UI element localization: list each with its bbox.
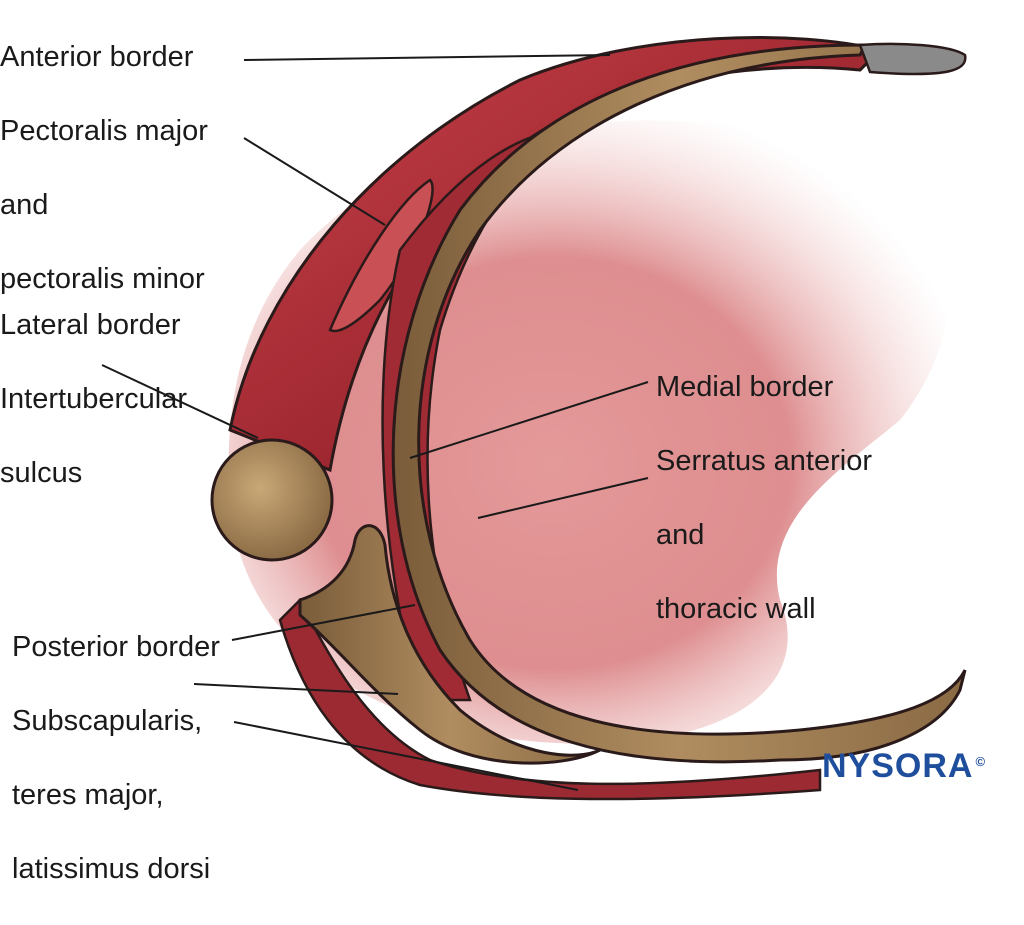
- medial-line-3: and: [656, 519, 705, 551]
- leader-lines: [101, 54, 649, 791]
- logo-text: NYSORA: [822, 747, 974, 785]
- anterior-line-2: Pectoralis major: [0, 115, 208, 147]
- anterior-line-3: and: [0, 189, 49, 221]
- lateral-line-3: sulcus: [0, 457, 83, 489]
- lateral-border-label: Lateral border Intertubercular sulcus: [0, 270, 187, 529]
- rib-thoracic-wall: [391, 43, 967, 764]
- rib-tip: [858, 42, 967, 76]
- axilla-illustration: [101, 36, 967, 801]
- lateral-line-2: Intertubercular: [0, 383, 187, 415]
- posterior-line-4: latissimus dorsi: [12, 853, 211, 885]
- leader-anterior-2: [243, 137, 386, 226]
- humeral-head: [210, 438, 334, 562]
- leader-lateral: [101, 364, 259, 439]
- posterior-line-3: teres major,: [12, 779, 164, 811]
- medial-line-2: Serratus anterior: [656, 445, 872, 477]
- anterior-border-label: Anterior border Pectoralis major and pec…: [0, 2, 208, 335]
- medial-line-1: Medial border: [656, 371, 834, 403]
- medial-line-4: thoracic wall: [656, 593, 816, 625]
- leader-posterior-3: [233, 721, 579, 791]
- leader-posterior-2: [193, 683, 399, 695]
- lateral-line-1: Lateral border: [0, 309, 181, 341]
- leader-medial-1: [409, 381, 649, 459]
- posterior-line-2: Subscapularis,: [12, 705, 203, 737]
- leader-anterior-1: [243, 54, 611, 61]
- leader-medial-2: [477, 477, 649, 519]
- scapula: [298, 524, 601, 765]
- copyright-mark: ©: [975, 754, 987, 769]
- pectoralis-minor: [328, 178, 434, 333]
- medial-border-label: Medial border Serratus anterior and thor…: [656, 332, 872, 665]
- anterior-line-4: pectoralis minor: [0, 263, 205, 295]
- posterior-wall-muscles: [278, 597, 822, 801]
- leader-posterior-1: [231, 604, 416, 641]
- posterior-line-1: Posterior border: [12, 631, 220, 663]
- anterior-line-1: Anterior border: [0, 41, 194, 73]
- posterior-border-label: Posterior border Subscapularis, teres ma…: [12, 592, 220, 925]
- nysora-logo: NYSORA©: [822, 744, 986, 788]
